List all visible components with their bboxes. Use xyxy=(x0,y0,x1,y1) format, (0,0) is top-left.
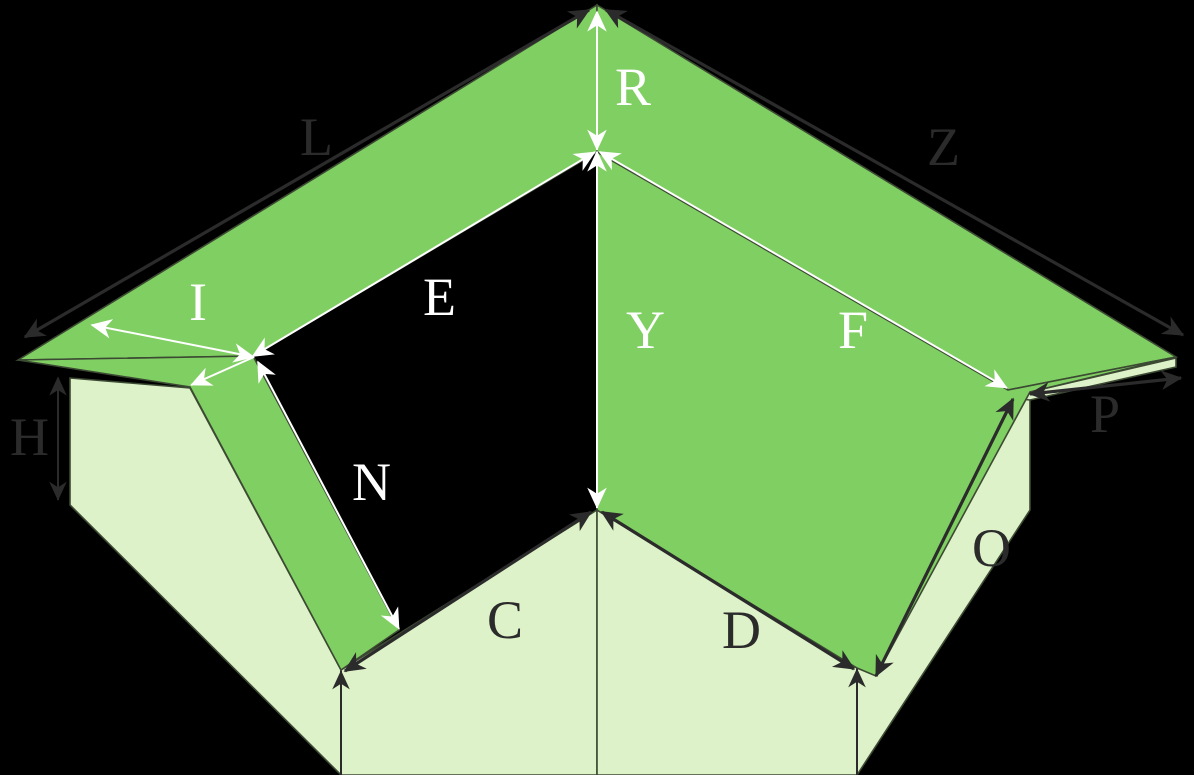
dimension-line-C xyxy=(343,510,593,673)
dimension-label-P: P xyxy=(1090,384,1120,444)
dimension-label-Y: Y xyxy=(626,300,665,360)
dimension-line-F xyxy=(598,151,1008,389)
dimension-line-I2 xyxy=(190,356,255,386)
dimension-labels-group: L Z R I E Y F H N C D O P xyxy=(10,57,1120,660)
dimension-line-D xyxy=(600,510,856,671)
roof-face-left-roof-main xyxy=(15,3,598,361)
dimension-label-E: E xyxy=(423,267,456,327)
dimension-label-R: R xyxy=(615,57,651,117)
dimension-line-E xyxy=(251,151,596,357)
dimension-label-C: C xyxy=(487,590,523,650)
dimension-label-Z: Z xyxy=(927,117,960,177)
dimension-line-P xyxy=(1028,370,1183,402)
dimension-label-F: F xyxy=(838,300,868,360)
dimension-label-L: L xyxy=(300,107,333,167)
dimension-label-O: O xyxy=(972,518,1011,578)
dimension-line-I xyxy=(90,319,255,363)
dimension-lines-group xyxy=(23,8,1185,775)
dimension-line-O xyxy=(874,397,1015,678)
dimension-label-I: I xyxy=(189,272,207,332)
dimension-label-D: D xyxy=(722,600,761,660)
dimension-label-H: H xyxy=(10,407,49,467)
dimension-label-N: N xyxy=(352,452,391,512)
